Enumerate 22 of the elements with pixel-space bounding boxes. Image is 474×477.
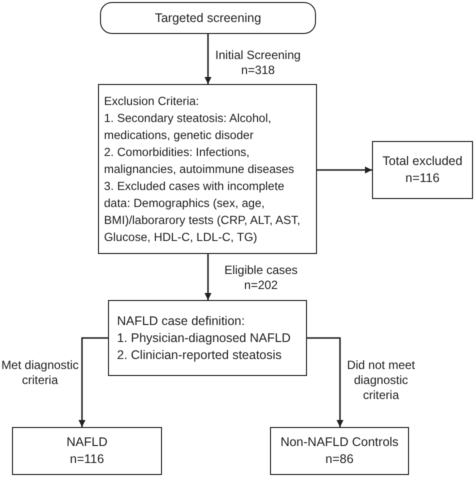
arrow (307, 337, 344, 427)
arrow (78, 337, 108, 427)
process-box (270, 427, 409, 475)
box-text: Total excluded n=116 (382, 153, 464, 187)
process-box (98, 84, 317, 254)
process-box (108, 300, 307, 376)
process-box (12, 427, 162, 475)
box-text: Non-NAFLD Controls n=86 (279, 434, 400, 468)
arrow (317, 166, 372, 174)
box-heading: Exclusion Criteria: (104, 92, 200, 110)
process-box (372, 141, 473, 199)
box-text: NAFLD n=116 (66, 434, 108, 468)
start-terminal (100, 2, 316, 34)
arrow (204, 254, 212, 300)
arrow (204, 34, 212, 84)
box-text: 3. Excluded cases with incomplete data: Demographics (sex, age, BMI)/laborarory tests (CRP, ALT, AST, Glucose, HDL-C, LDL-C, TG) (104, 178, 302, 246)
box-text: Targeted screening (154, 10, 262, 26)
box-text: 2. Clinician-reported steatosis (117, 346, 283, 364)
box-text: 2. Comorbidities: Infections, malignancies, autoimmune diseases (104, 144, 296, 178)
box-heading: NAFLD case definition: (117, 312, 246, 330)
box-text: 1. Physician-diagnosed NAFLD (117, 330, 292, 346)
box-text: 1. Secondary steatosis: Alcohol, medications, genetic disoder (104, 110, 272, 144)
